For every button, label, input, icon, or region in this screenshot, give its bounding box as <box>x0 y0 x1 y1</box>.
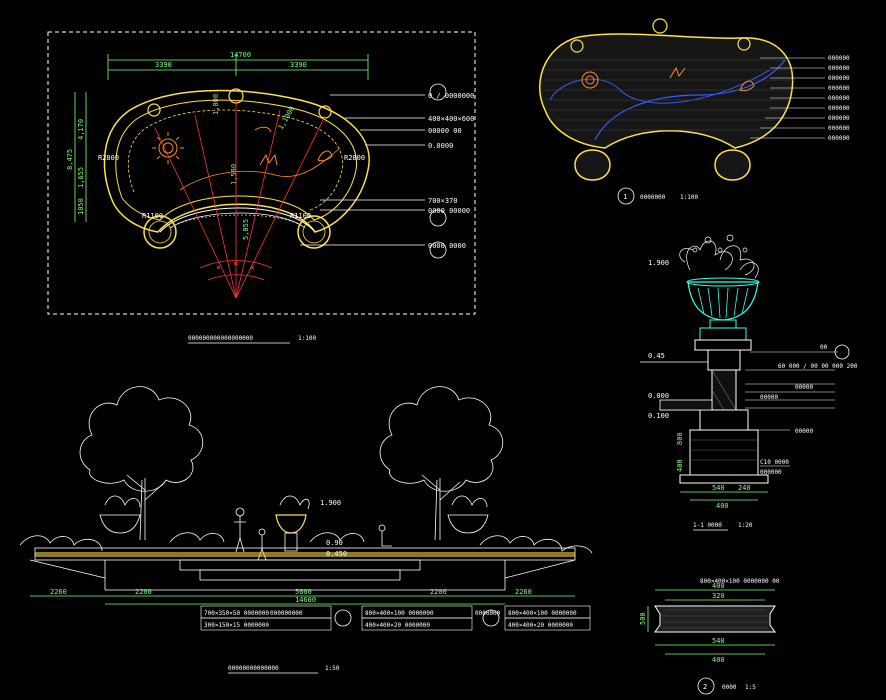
dim-right: 3390 <box>290 61 307 69</box>
section-dim-2: 2200 <box>135 588 152 596</box>
detail-marker-icon <box>697 677 715 695</box>
coping-dim-2: 320 <box>712 592 725 600</box>
section-dim-1: 2260 <box>50 588 67 596</box>
urn-callout-6: C10 0000 <box>760 459 789 466</box>
legend-item-1: 000000 <box>828 55 850 62</box>
perspective-view: 000000 000000 000000 000000 000000 00000… <box>539 18 850 205</box>
section-level-3: 0.450 <box>326 550 347 558</box>
plan-callout-4: 0.0000 <box>428 142 453 150</box>
plan-red-mark-2: × <box>233 259 238 268</box>
coping-label: 800×400×100 0000000 00 <box>700 578 780 585</box>
plan-callout-5: 700×370 <box>428 197 458 205</box>
dim-v4: 1050 <box>77 198 85 215</box>
section-title: 00000000000000 <box>228 665 279 672</box>
coping-dim-1: 400 <box>712 582 725 590</box>
coping-dim-4: 540 <box>712 637 725 645</box>
section-dim-4: 14600 <box>295 596 316 604</box>
legend-item-6: 000000 <box>828 105 850 112</box>
section-title-scale: 1:50 <box>325 665 340 672</box>
urn-level-6: 400 <box>676 459 684 472</box>
section-dim-6: 2260 <box>515 588 532 596</box>
plan-view: 14700 3390 3390 4,170 8,475 1,655 1050 1… <box>47 31 476 344</box>
detail-marker-icon <box>482 609 500 627</box>
urn-level-3: 0.000 <box>648 392 669 400</box>
coping-dim-3: 500 <box>639 612 647 625</box>
section-dim-5: 2200 <box>430 588 447 596</box>
urn-callout-1: 00 <box>820 344 828 351</box>
dim-left: 3390 <box>155 61 172 69</box>
detail-marker-icon <box>334 609 352 627</box>
urn-callout-3: 00000 <box>760 394 778 401</box>
radius-label-small-left: R1100 <box>142 212 163 220</box>
urn-caption-scale: 1:20 <box>738 522 753 529</box>
radius-label-left: R2800 <box>98 154 119 162</box>
detail-marker-icon <box>834 344 850 360</box>
plan-callout-3: 00000 00 <box>428 127 462 135</box>
section-level-2: 0.90 <box>326 539 343 547</box>
section-level-1: 1.900 <box>320 499 341 507</box>
dim-v1: 4,170 <box>77 119 85 140</box>
plan-callout-2: 400×400×600 <box>428 115 474 123</box>
detail-marker-icon <box>429 83 447 101</box>
urn-caption: 1-1 0000 <box>693 522 722 529</box>
dim-v7: 1,000 <box>212 94 220 115</box>
plan-callout-7: 0000 0000 <box>428 242 466 250</box>
dim-v5: 1,580 <box>230 164 238 185</box>
urn-dim-1: 540 <box>712 484 725 492</box>
coping-caption: 0000 <box>722 684 737 691</box>
section-note-7: 800×400×100 0000000 <box>508 610 577 617</box>
dim-v8: 1,1000 <box>277 105 297 131</box>
legend-item-5: 000000 <box>828 95 850 102</box>
section-elevation: 2260 2200 5600 14600 2200 2260 1.900 0.9… <box>19 386 593 674</box>
urn-dim-2: 400 <box>716 502 729 510</box>
coping-marker: 2 <box>703 683 707 691</box>
urn-callout-2: 60 000 / 00 00 000 200 <box>778 363 858 370</box>
plan-callout-6: 0000 00000 <box>428 207 470 215</box>
detail-marker-icon <box>429 209 447 227</box>
section-note-4: 800×400×100 0000000 <box>365 610 434 617</box>
dim-v6: 5,055 <box>242 219 250 240</box>
coping-dim-5: 400 <box>712 656 725 664</box>
dim-v2: 8,475 <box>66 149 74 170</box>
section-note-8: 400×400×20 0000000 <box>508 622 573 629</box>
urn-callout-4: 00000 <box>795 384 813 391</box>
urn-callout-7: 000000 <box>760 469 782 476</box>
urn-callout-5: 00000 <box>795 428 813 435</box>
urn-section: 1.900 0.45 0.000 0.100 800 400 00 60 000… <box>640 234 858 531</box>
plan-red-mark-3: × <box>250 263 255 272</box>
detail-marker-icon <box>429 241 447 259</box>
coping-caption-scale: 1:5 <box>745 684 756 691</box>
section-dim-3: 5600 <box>295 588 312 596</box>
urn-level-4: 0.100 <box>648 412 669 420</box>
urn-level-2: 0.45 <box>648 352 665 360</box>
radius-label-right: R2800 <box>344 154 365 162</box>
urn-dim-3: 240 <box>738 484 751 492</box>
plan-callout-1: 0 / 0000000 <box>428 92 474 100</box>
section-note-1: 700×350×50 0000000 <box>204 610 269 617</box>
plan-red-mark-1: × <box>216 263 221 272</box>
dim-v3: 1,655 <box>77 167 85 188</box>
urn-level-5: 800 <box>676 432 684 445</box>
coping-detail: 800×400×100 0000000 00 400 320 500 540 4… <box>639 578 780 695</box>
legend-item-4: 000000 <box>828 85 850 92</box>
dim-total: 14700 <box>230 51 251 59</box>
perspective-caption: 0000000 <box>640 194 666 201</box>
view-marker-icon <box>617 187 635 205</box>
legend-item-2: 000000 <box>828 65 850 72</box>
perspective-caption-scale: 1:100 <box>680 194 698 201</box>
legend-item-3: 000000 <box>828 75 850 82</box>
section-note-3: 000000000 <box>270 610 303 617</box>
section-note-6: 0000000 <box>475 610 501 617</box>
legend-item-9: 000000 <box>828 135 850 142</box>
section-note-2: 300×150×15 0000000 <box>204 622 269 629</box>
plan-title: 000000000000000000 <box>188 335 253 342</box>
perspective-marker: 1 <box>623 193 627 201</box>
legend-item-7: 000000 <box>828 115 850 122</box>
section-note-5: 400×400×20 0000000 <box>365 622 430 629</box>
radius-label-small-right: R1100 <box>290 212 311 220</box>
legend-item-8: 000000 <box>828 125 850 132</box>
urn-level-1: 1.900 <box>648 259 669 267</box>
plan-title-scale: 1:100 <box>298 335 316 342</box>
